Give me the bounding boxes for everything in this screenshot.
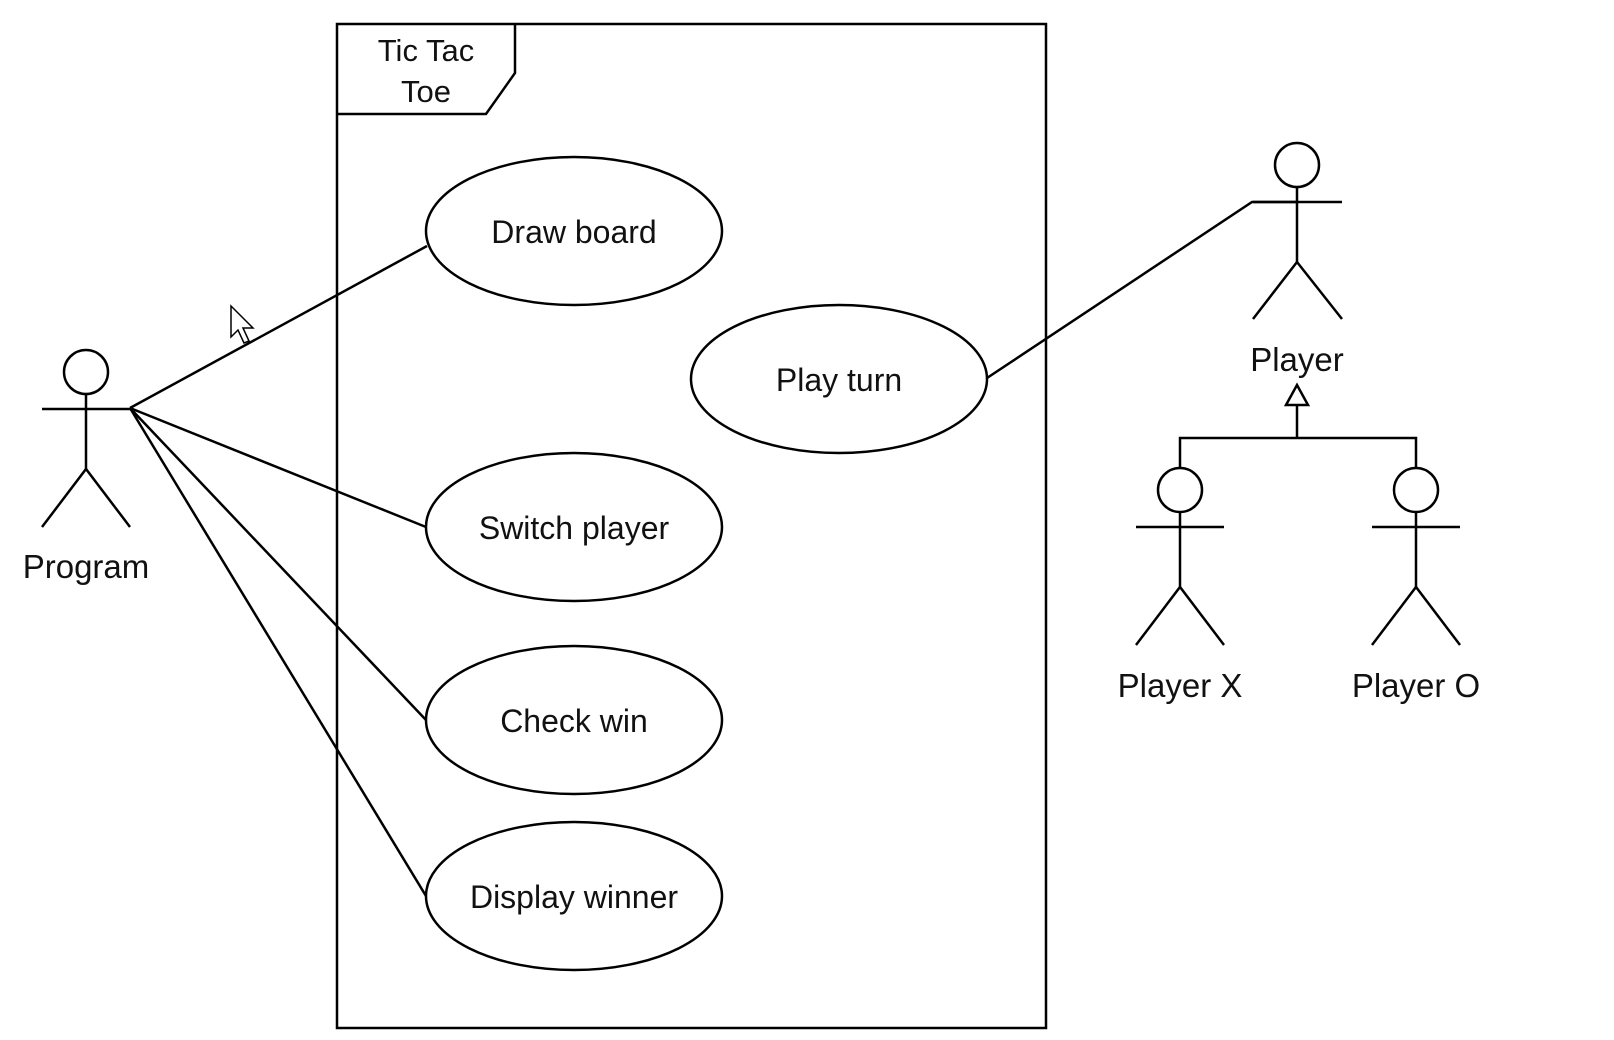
use-case-display-winner-label: Display winner — [470, 879, 678, 915]
assoc-program-check-win — [129, 407, 427, 721]
actor-player-o-label: Player O — [1352, 667, 1480, 704]
use-case-switch-player[interactable] — [424, 451, 724, 603]
actor-player-o[interactable] — [1371, 466, 1461, 646]
frame-title-line1: Tic Tac — [378, 33, 474, 68]
generalization-arrowhead — [1283, 382, 1311, 407]
actor-player-x[interactable] — [1135, 466, 1225, 646]
generalization-connector — [1178, 436, 1418, 469]
actor-player-x-label: Player X — [1118, 667, 1243, 704]
actor-player[interactable] — [1252, 141, 1343, 320]
actor-program-head — [62, 348, 110, 396]
actor-player-x-head — [1156, 466, 1204, 514]
use-case-play-turn-label: Play turn — [776, 362, 902, 398]
use-case-check-win-label: Check win — [500, 703, 648, 739]
use-case-switch-player-label: Switch player — [479, 510, 670, 546]
frame-tab — [337, 24, 517, 116]
mouse-cursor-icon — [230, 304, 255, 344]
use-case-draw-board[interactable] — [424, 155, 724, 307]
actor-program-legs — [41, 466, 131, 528]
use-case-draw-board-label: Draw board — [491, 214, 656, 250]
use-case-play-turn[interactable] — [689, 303, 989, 455]
system-boundary — [335, 22, 1048, 1030]
use-case-check-win[interactable] — [424, 644, 724, 796]
use-case-display-winner[interactable] — [424, 820, 724, 972]
frame-title-line2: Toe — [401, 74, 451, 109]
actor-player-head — [1273, 141, 1321, 189]
actor-player-legs — [1252, 259, 1343, 320]
actor-player-x-legs — [1135, 584, 1225, 646]
assoc-program-display-winner — [128, 407, 428, 897]
actor-program[interactable] — [41, 348, 131, 528]
actor-player-label: Player — [1250, 341, 1344, 378]
assoc-program-draw-board — [129, 244, 428, 410]
assoc-program-switch-player — [129, 406, 427, 529]
actor-program-label: Program — [23, 548, 150, 585]
actor-player-o-head — [1392, 466, 1440, 514]
actor-player-o-legs — [1371, 584, 1461, 646]
